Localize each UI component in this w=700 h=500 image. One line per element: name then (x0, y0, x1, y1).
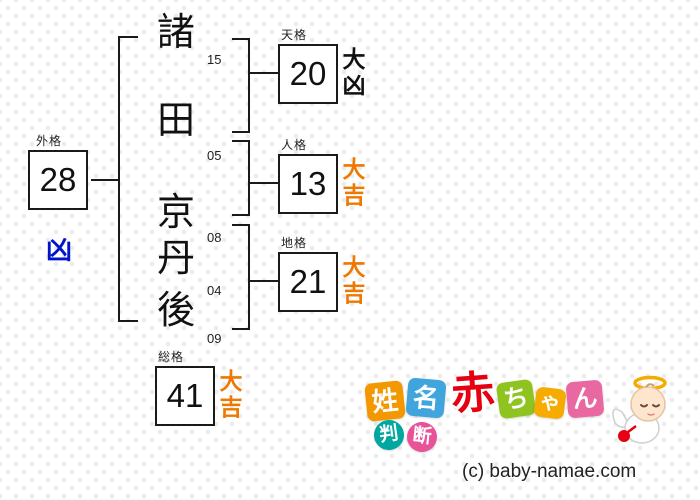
logo-tile-han: 判 (372, 418, 406, 452)
total-grid-luck: 大吉 (219, 368, 243, 420)
name-char-3: 京 (156, 192, 195, 234)
person-grid-value-box: 13 (278, 154, 338, 214)
heaven-bracket-top-arm (232, 38, 248, 40)
earth-grid-luck: 大吉 (342, 254, 366, 306)
name-char-1: 諸 (156, 12, 195, 54)
heaven-bracket-bottom-arm (232, 131, 248, 133)
heaven-grid-label: 天格 (281, 28, 308, 42)
logo-tile-chi: ち (495, 378, 537, 420)
copyright-text: (c) baby-namae.com (462, 461, 637, 482)
total-grid-value: 41 (166, 377, 204, 414)
outer-grid-value-box: 28 (28, 150, 88, 210)
stroke-count-4: 04 (207, 283, 222, 298)
earth-bracket-mid-arm (250, 280, 278, 282)
heaven-bracket-mid-arm (250, 72, 278, 74)
stroke-count-3: 08 (207, 230, 222, 245)
earth-grid-label: 地格 (281, 236, 308, 250)
person-grid-label: 人格 (281, 138, 308, 152)
person-bracket-mid-arm (250, 182, 278, 184)
outer-bracket-top-arm (118, 36, 138, 38)
total-grid-label: 総格 (158, 350, 185, 364)
earth-grid-value: 21 (289, 263, 327, 300)
heaven-grid-value: 20 (289, 55, 327, 92)
heaven-grid-value-box: 20 (278, 44, 338, 104)
logo-char-aka: 赤 (449, 367, 497, 420)
baby-angel-icon (608, 374, 680, 448)
name-char-2: 田 (156, 100, 195, 142)
name-char-4: 丹 (156, 238, 195, 280)
earth-bracket-bottom-arm (232, 328, 248, 330)
outer-bracket-mid-arm (91, 179, 118, 181)
outer-grid-value: 28 (39, 161, 77, 198)
name-char-5: 後 (156, 290, 195, 332)
logo-tile-mei: 名 (405, 377, 447, 419)
site-logo: 姓 名 赤 ち ゃ ん 判 断 (364, 368, 616, 454)
logo-tile-n: ん (565, 379, 605, 419)
logo-tile-sei: 姓 (364, 380, 406, 422)
person-bracket-line (248, 140, 250, 216)
outer-bracket-bottom-arm (118, 320, 138, 322)
outer-grid-luck: 凶 (46, 235, 73, 265)
outer-bracket-line (118, 36, 120, 322)
earth-bracket-line (248, 224, 250, 330)
total-grid-value-box: 41 (155, 366, 215, 426)
logo-tile-dan: 断 (405, 420, 439, 454)
person-grid-value: 13 (289, 165, 327, 202)
heaven-grid-luck: 大凶 (342, 46, 366, 98)
person-bracket-bottom-arm (232, 214, 248, 216)
person-grid-luck: 大吉 (342, 156, 366, 208)
earth-bracket-top-arm (232, 224, 248, 226)
stroke-count-5: 09 (207, 331, 222, 346)
person-bracket-top-arm (232, 140, 248, 142)
heaven-bracket-line (248, 38, 250, 133)
outer-grid-label: 外格 (36, 134, 63, 148)
logo-tile-ya: ゃ (533, 386, 567, 420)
stroke-count-1: 15 (207, 52, 222, 67)
stroke-count-2: 05 (207, 148, 222, 163)
earth-grid-value-box: 21 (278, 252, 338, 312)
